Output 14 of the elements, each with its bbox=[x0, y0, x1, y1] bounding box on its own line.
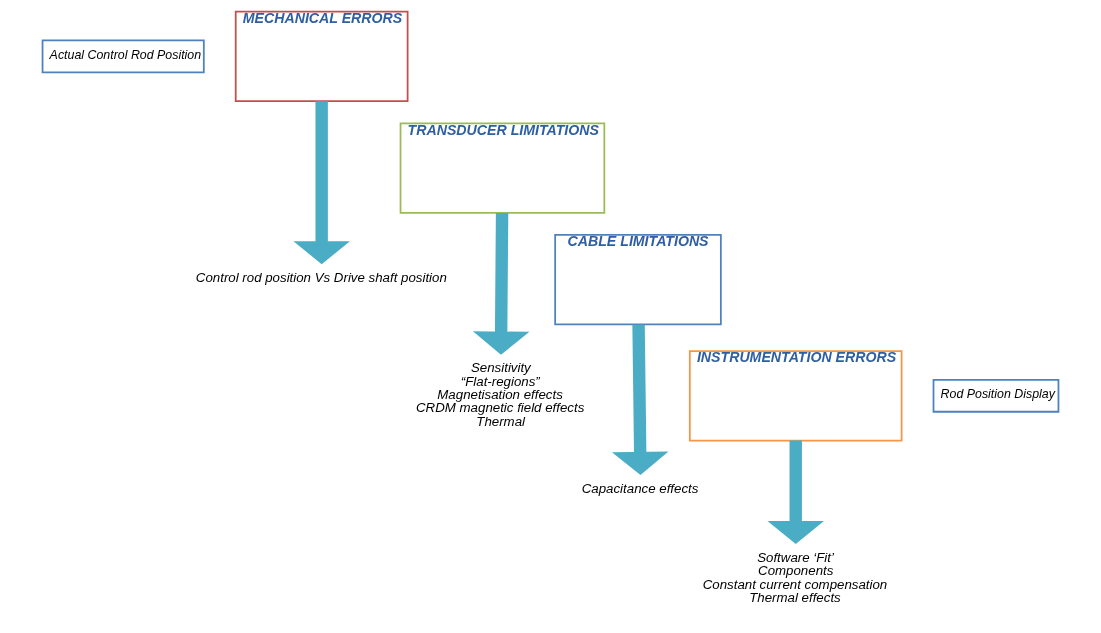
node-box: Actual Control Rod Position bbox=[41, 39, 205, 74]
node-box: INSTRUMENTATION ERRORS bbox=[688, 350, 903, 442]
node-text: Sensitivity “Flat-regions” Magnetisation effects CRDM magnetic field effects Thermal bbox=[416, 360, 585, 429]
node-box: Rod Position Display bbox=[932, 378, 1060, 413]
node-box: CABLE LIMITATIONS bbox=[554, 234, 722, 326]
node-text: Control rod position Vs Drive shaft position bbox=[195, 269, 447, 285]
node-text: Software ‘Fit’ Components Constant current compensation Thermal effects bbox=[702, 549, 888, 605]
arrow bbox=[767, 440, 824, 544]
arrow bbox=[293, 101, 350, 265]
node-box: MECHANICAL ERRORS bbox=[234, 10, 409, 103]
node-text: Capacitance effects bbox=[581, 480, 699, 496]
node-box: TRANSDUCER LIMITATIONS bbox=[399, 122, 606, 214]
arrow bbox=[611, 324, 669, 475]
arrow bbox=[472, 213, 530, 355]
